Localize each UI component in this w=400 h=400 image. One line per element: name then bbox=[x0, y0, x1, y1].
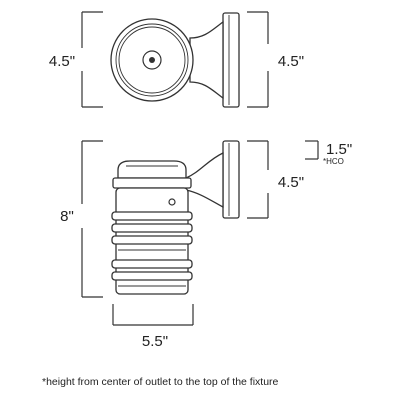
front-view-backplate-bracket bbox=[247, 140, 269, 219]
hco-note-label: *HCO bbox=[323, 157, 344, 166]
top-view-backplate-label: 4.5" bbox=[278, 53, 304, 70]
top-view-backplate-bracket bbox=[247, 11, 269, 108]
front-view-width-bracket bbox=[112, 304, 194, 326]
front-view-glass-ribs bbox=[111, 211, 193, 281]
top-view-height-bracket bbox=[81, 11, 103, 108]
front-view-arm bbox=[185, 151, 224, 209]
top-view-center-cap bbox=[142, 50, 162, 70]
top-view-backplate bbox=[222, 12, 240, 108]
front-view-width-label: 5.5" bbox=[142, 333, 168, 350]
front-view-height-label: 8" bbox=[60, 208, 74, 225]
front-view-backplate bbox=[222, 140, 240, 219]
top-view: 4.5" 4.5" bbox=[49, 11, 304, 108]
front-view-screw bbox=[168, 198, 176, 206]
footnote: *height from center of outlet to the top… bbox=[42, 376, 279, 388]
front-view-cap bbox=[117, 160, 187, 179]
top-view-arm bbox=[189, 20, 224, 100]
hco-value-label: 1.5" bbox=[326, 141, 352, 158]
front-view-height-bracket bbox=[81, 140, 103, 298]
front-view: 8" 4.5" bbox=[60, 140, 352, 350]
hco-bracket bbox=[305, 140, 319, 160]
top-view-height-label: 4.5" bbox=[49, 53, 75, 70]
front-view-backplate-label: 4.5" bbox=[278, 174, 304, 191]
